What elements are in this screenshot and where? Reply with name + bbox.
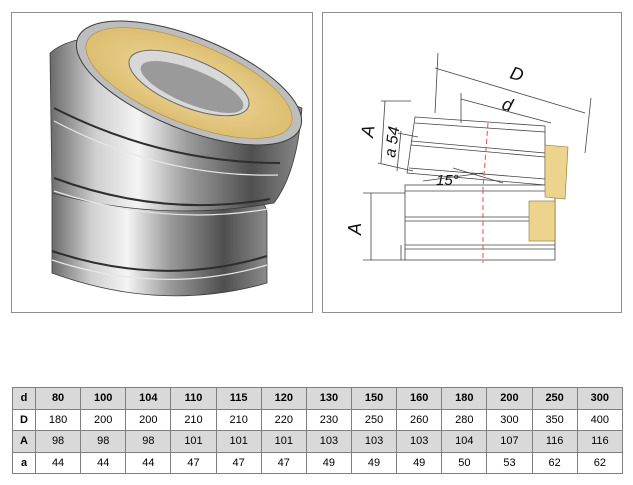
table-cell: 49: [350, 451, 398, 474]
table-cell: 220: [260, 408, 307, 431]
table-cell: 180: [34, 408, 82, 431]
table-cell: 47: [215, 451, 262, 474]
table-cell: 110: [170, 387, 217, 410]
row-label: a: [12, 451, 36, 474]
table-cell: 250: [350, 408, 398, 431]
elbow-rib: [53, 190, 269, 216]
table-cell: 101: [170, 430, 217, 453]
table-cell: 200: [80, 408, 127, 431]
table-cell: 350: [531, 408, 578, 431]
table-cell: 250: [531, 387, 578, 410]
table-cell: 44: [125, 451, 172, 474]
elbow-rib: [51, 250, 268, 272]
table-cell: 300: [486, 408, 533, 431]
elbow-rib: [51, 259, 268, 280]
table-cell: 230: [305, 408, 352, 431]
elbow-rib: [53, 120, 279, 176]
table-cell: 100: [80, 387, 127, 410]
table-cell: 50: [441, 451, 488, 474]
dim-label-angle: 15°: [436, 172, 459, 189]
dim-label-a54: a 54: [382, 125, 403, 158]
table-cell: 49: [396, 451, 443, 474]
dim-label-D: D: [508, 63, 526, 86]
table-cell: 104: [125, 387, 172, 410]
centerline: [482, 122, 489, 263]
elbow-render: [49, 20, 303, 297]
table-cell: 115: [215, 387, 262, 410]
table-cell: 116: [531, 430, 578, 453]
table-cell: 47: [260, 451, 307, 474]
inner-pipe-shadow: [140, 61, 244, 113]
elbow-rib: [53, 177, 271, 207]
insulation-block-lower: [528, 200, 556, 242]
table-cell: 98: [34, 430, 82, 453]
table-cell: 101: [260, 430, 307, 453]
table-cell: 49: [305, 451, 352, 474]
table-cell: 400: [576, 408, 624, 431]
table-cell: 300: [576, 387, 624, 410]
table-cell: 107: [486, 430, 533, 453]
table-cell: 260: [396, 408, 443, 431]
table-cell: 116: [576, 430, 624, 453]
table-cell: 53: [486, 451, 533, 474]
table-cell: 104: [441, 430, 488, 453]
table-cell: 180: [441, 387, 488, 410]
table-cell: 103: [396, 430, 443, 453]
table-cell: 200: [125, 408, 172, 431]
row-label: A: [12, 430, 36, 453]
technical-drawing-panel: D d A a 54 15° A: [322, 12, 622, 313]
table-cell: 44: [80, 451, 127, 474]
table-cell: 210: [170, 408, 217, 431]
table-cell: 150: [350, 387, 398, 410]
row-label: D: [12, 408, 36, 431]
product-photo-panel: [11, 12, 313, 313]
table-cell: 280: [441, 408, 488, 431]
table-cell: 120: [260, 387, 307, 410]
table-cell: 101: [215, 430, 262, 453]
dim-label-A-top: A: [357, 124, 379, 140]
table-cell: 47: [170, 451, 217, 474]
table-cell: 62: [576, 451, 624, 474]
dim-label-d: d: [500, 94, 516, 116]
table-cell: 200: [486, 387, 533, 410]
table-cell: 44: [34, 451, 82, 474]
table-cell: 130: [305, 387, 352, 410]
table-cell: 80: [34, 387, 82, 410]
dim-label-A-bottom: A: [345, 223, 365, 236]
elbow-drawing: D d A a 54 15° A: [345, 52, 592, 263]
table-cell: 62: [531, 451, 578, 474]
table-cell: 98: [125, 430, 172, 453]
row-label: d: [12, 387, 36, 410]
insulation-block-upper: [544, 144, 569, 200]
table-cell: 210: [215, 408, 262, 431]
elbow-rib: [53, 107, 281, 164]
table-cell: 98: [80, 430, 127, 453]
table-cell: 103: [350, 430, 398, 453]
table-cell: 103: [305, 430, 352, 453]
table-cell: 160: [396, 387, 443, 410]
